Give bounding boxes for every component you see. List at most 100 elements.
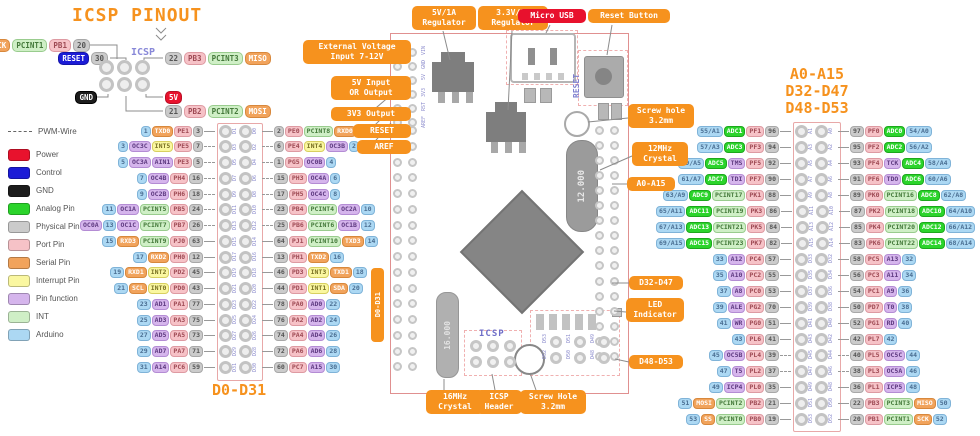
board-hole	[610, 126, 619, 135]
board-hole-label: D49	[590, 334, 596, 344]
pin-tag: RXD1	[125, 267, 147, 279]
hole-label: A4	[828, 159, 834, 167]
wire	[204, 335, 215, 337]
hole-label: D16	[252, 252, 258, 262]
pin-tag: TDO	[883, 173, 902, 185]
pin-tag: A15	[307, 361, 326, 373]
wire	[204, 366, 215, 368]
wire	[204, 240, 215, 242]
pin-tag: 56/A2	[906, 141, 932, 153]
pin-tag: 83	[851, 237, 865, 249]
pin-tag: 55	[765, 269, 779, 281]
wire	[262, 162, 273, 163]
right-group-title: A0-A15 D32-D47 D48-D53	[785, 65, 849, 117]
crystal-12mhz-label: 12.000	[577, 169, 587, 203]
hole-label: D38	[828, 302, 834, 312]
callout-aref: AREF	[357, 140, 411, 154]
pin-tag: PH0	[170, 251, 189, 263]
pin-tag: 59	[189, 361, 203, 373]
wire	[204, 146, 215, 148]
callout-screw-hole-bottom: Screw Hole 3.2mm	[520, 390, 586, 414]
pin-hole	[815, 172, 828, 186]
dashed-line-icon	[8, 131, 32, 132]
pin-tag: 15	[274, 172, 288, 184]
legend-item: Pin function	[8, 292, 80, 305]
pin-hole	[239, 171, 252, 185]
pin-tag: OC1C	[117, 220, 140, 231]
pin-hole	[815, 396, 828, 410]
pin-tag: 38	[898, 301, 913, 313]
pin-tag: 26	[326, 330, 341, 342]
pin-tag: RD	[883, 317, 898, 329]
pin-hole	[219, 360, 232, 374]
hole-label: D5	[232, 159, 238, 166]
wire	[204, 225, 216, 226]
pin-tag: PD2	[170, 267, 189, 279]
pin-tag: OC3B	[326, 141, 348, 153]
legend-label: Serial Pin	[36, 258, 71, 267]
pin-tag: 3	[193, 125, 203, 137]
hole-label: A12	[829, 222, 836, 232]
wire	[262, 256, 273, 258]
board-hole	[393, 157, 402, 167]
pin-tag: TDI	[727, 173, 746, 185]
pin-hole	[239, 345, 252, 358]
pin-tag: PB1	[49, 39, 71, 52]
pin-tag: 21	[765, 397, 779, 409]
pin-tag: PK3	[747, 205, 766, 217]
pin-tag: ADC0	[883, 125, 906, 137]
pin-tag: PA7	[170, 346, 189, 357]
pin-tag: WR	[731, 317, 746, 329]
pin-hole	[99, 60, 114, 75]
pin-tag: 46	[906, 365, 921, 377]
pin-tag: INT0	[147, 283, 170, 294]
board-hole	[408, 236, 417, 246]
pin-tag: 19	[765, 413, 779, 425]
d48-d53-hole	[574, 336, 586, 348]
legend-label: Power	[36, 150, 59, 159]
pin-tag: 26	[189, 220, 204, 231]
pin-hole	[239, 266, 252, 280]
pin-tag: AD6	[307, 346, 326, 357]
hole-label: D27	[232, 331, 238, 341]
pin-hole	[219, 313, 232, 327]
board-hole	[595, 216, 604, 226]
hole-label: D3	[232, 143, 238, 150]
icsp-cluster-label: ICSP	[131, 47, 156, 58]
pin-tag: OC0B	[303, 157, 326, 168]
board-hole	[610, 321, 619, 331]
board-hole	[393, 283, 402, 293]
pin-tag: PCINT3	[883, 397, 914, 409]
pin-tag: 20	[72, 39, 90, 52]
pin-tag: PH1	[288, 251, 307, 263]
pin-hole	[219, 187, 232, 201]
callout-d32-d47: D32-D47	[629, 276, 683, 290]
wire	[262, 288, 273, 289]
legend-label: Arduino	[36, 330, 64, 339]
